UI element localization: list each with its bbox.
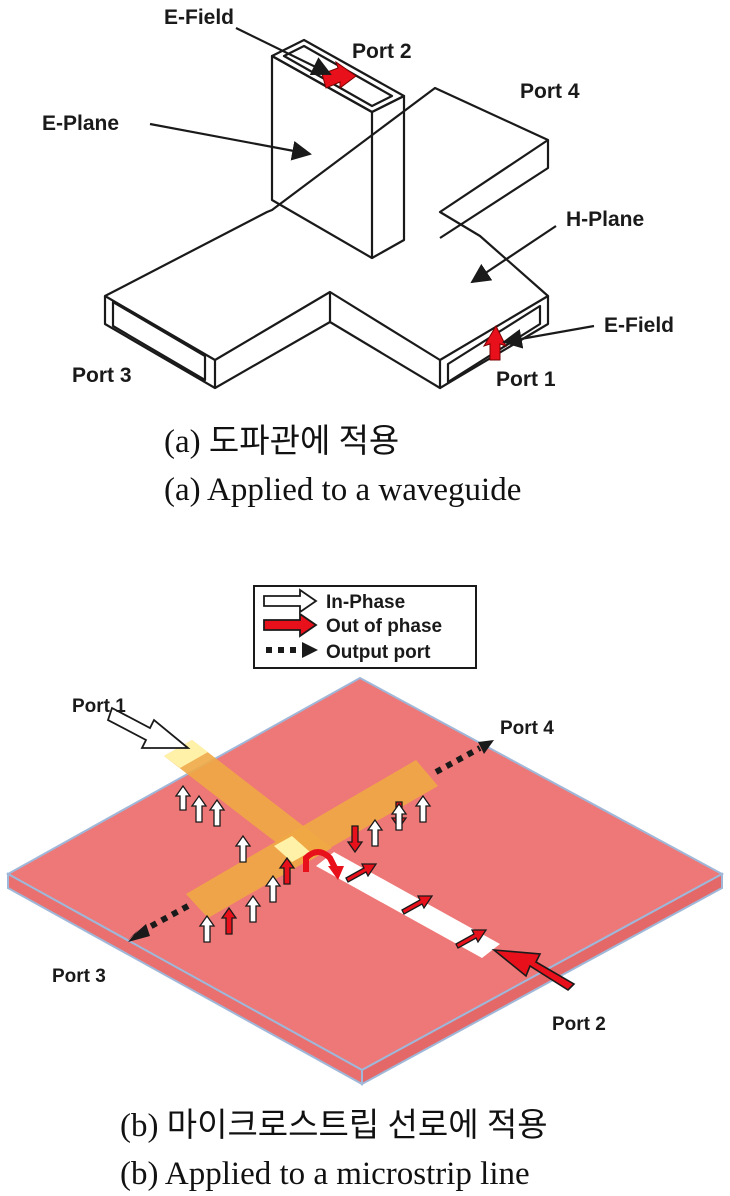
field-arrows bbox=[174, 784, 488, 949]
field-arrow-out-of-phase bbox=[345, 863, 378, 883]
label-h-plane: H-Plane bbox=[566, 208, 644, 231]
caption-a-english: (a) Applied to a waveguide bbox=[164, 472, 521, 508]
e-plane-arm-top bbox=[270, 38, 406, 114]
port3-output-dots bbox=[142, 903, 190, 933]
port2-opening bbox=[282, 44, 394, 108]
label-port3: Port 3 bbox=[52, 966, 106, 987]
e-plane-leader bbox=[149, 122, 312, 161]
port1-input-arrow bbox=[106, 706, 191, 749]
port1-arm-end bbox=[439, 296, 550, 389]
label-port1: Port 1 bbox=[72, 696, 126, 717]
field-arrow-in-phase bbox=[174, 784, 192, 811]
field-arrow-in-phase bbox=[414, 794, 432, 823]
legend-in-phase-label: In-Phase bbox=[326, 592, 405, 613]
e-field-right-leader bbox=[502, 324, 595, 349]
port1-opening bbox=[446, 304, 542, 384]
label-port2: Port 2 bbox=[352, 40, 412, 63]
port1-arm-face bbox=[329, 321, 442, 390]
strip-port3-port4 bbox=[186, 760, 438, 918]
field-arrow-in-phase bbox=[366, 818, 384, 847]
field-arrow-out-of-phase bbox=[278, 856, 296, 885]
legend-out-of-phase-label: Out of phase bbox=[326, 616, 442, 637]
port4-output-arrow bbox=[478, 740, 494, 754]
field-arrow-in-phase bbox=[190, 794, 208, 823]
waveguide-diagram: E-Field Port 2 E-Plane Port 4 H-Plane E-… bbox=[42, 6, 674, 391]
caption-a-korean: (a) 도파관에 적용 bbox=[164, 424, 399, 460]
substrate-right-edge bbox=[361, 872, 723, 1086]
legend-box bbox=[253, 585, 477, 669]
junction-pad bbox=[274, 836, 310, 862]
field-arrow-in-phase bbox=[198, 914, 216, 943]
port1-e-field-arrow bbox=[482, 324, 507, 361]
field-arrow-in-phase bbox=[208, 798, 226, 827]
legend: In-Phase Out of phase Output port bbox=[253, 585, 477, 669]
caption-b-korean: (b) 마이크로스트립 선로에 적용 bbox=[120, 1108, 548, 1144]
port2-input-arrow bbox=[491, 948, 576, 992]
label-port4: Port 4 bbox=[520, 80, 580, 103]
field-arrow-out-of-phase bbox=[220, 906, 238, 935]
field-arrow-in-phase bbox=[234, 834, 252, 863]
label-e-field-right: E-Field bbox=[604, 314, 674, 337]
port3-output-arrow bbox=[128, 924, 150, 942]
legend-out-of-phase-arrow bbox=[263, 612, 318, 638]
port1-pad bbox=[164, 740, 208, 768]
field-arrow-out-of-phase bbox=[455, 929, 488, 949]
legend-output-port-arrow bbox=[302, 642, 318, 658]
port4-arm-end bbox=[439, 140, 550, 239]
field-arrow-out-of-phase bbox=[346, 825, 364, 854]
legend-in-phase-arrow bbox=[263, 588, 318, 614]
label-port1: Port 1 bbox=[496, 368, 556, 391]
port4-output-dots bbox=[434, 745, 482, 775]
field-arrow-in-phase bbox=[264, 874, 282, 903]
e-field-top-leader bbox=[235, 27, 332, 76]
field-arrow-in-phase bbox=[390, 802, 408, 831]
field-arrow-in-phase bbox=[244, 894, 262, 923]
junction-u-turn-arrow bbox=[303, 849, 339, 872]
strip-port1-port2 bbox=[164, 740, 332, 864]
port3-arm-face bbox=[103, 296, 217, 390]
label-e-plane: E-Plane bbox=[42, 112, 119, 135]
h-plane-leader bbox=[470, 225, 557, 284]
port3-opening bbox=[111, 300, 207, 382]
label-port3: Port 3 bbox=[72, 364, 132, 387]
label-port2: Port 2 bbox=[552, 1014, 606, 1035]
port3-arm-bottom bbox=[214, 292, 332, 389]
label-e-field-top: E-Field bbox=[164, 6, 234, 29]
junction-u-turn-head bbox=[328, 866, 344, 880]
e-plane-arm-front bbox=[270, 54, 374, 260]
e-plane-arm-side bbox=[371, 94, 406, 259]
microstrip-diagram: In-Phase Out of phase Output port bbox=[5, 585, 725, 1086]
field-arrow-out-of-phase bbox=[401, 895, 434, 915]
port2-e-field-arrow bbox=[321, 60, 357, 89]
label-port4: Port 4 bbox=[500, 718, 554, 739]
slot-line bbox=[316, 852, 500, 958]
legend-output-port-label: Output port bbox=[326, 642, 431, 663]
caption-b-english: (b) Applied to a microstrip line bbox=[120, 1156, 530, 1192]
